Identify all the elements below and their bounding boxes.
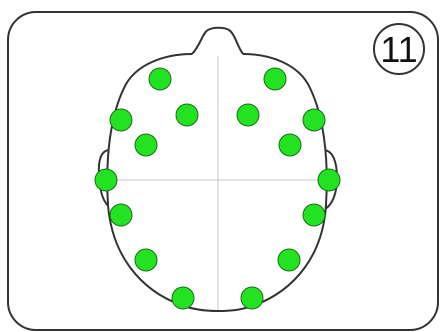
electrode-right-mid-1[interactable] [279, 134, 301, 156]
badge-number: 11 [380, 29, 417, 70]
electrode-left-front-2[interactable] [110, 109, 132, 131]
electrode-left-mid-2[interactable] [110, 204, 132, 226]
electrode-right-back-1[interactable] [278, 249, 300, 271]
electrode-left-back-2[interactable] [172, 287, 194, 309]
electrode-right-temporal[interactable] [318, 169, 340, 191]
electrode-left-temporal[interactable] [95, 169, 117, 191]
electrode-right-back-2[interactable] [241, 287, 263, 309]
electrode-right-mid-2[interactable] [303, 204, 325, 226]
number-badge: 11 [374, 24, 424, 74]
electrode-left-front-1[interactable] [149, 68, 171, 90]
electrode-right-front-3[interactable] [237, 104, 259, 126]
electrode-left-front-3[interactable] [176, 104, 198, 126]
electrode-left-back-1[interactable] [135, 249, 157, 271]
electrode-right-front-1[interactable] [264, 68, 286, 90]
electrode-right-front-2[interactable] [303, 109, 325, 131]
head-outline [107, 54, 327, 311]
electrode-left-mid-1[interactable] [135, 134, 157, 156]
